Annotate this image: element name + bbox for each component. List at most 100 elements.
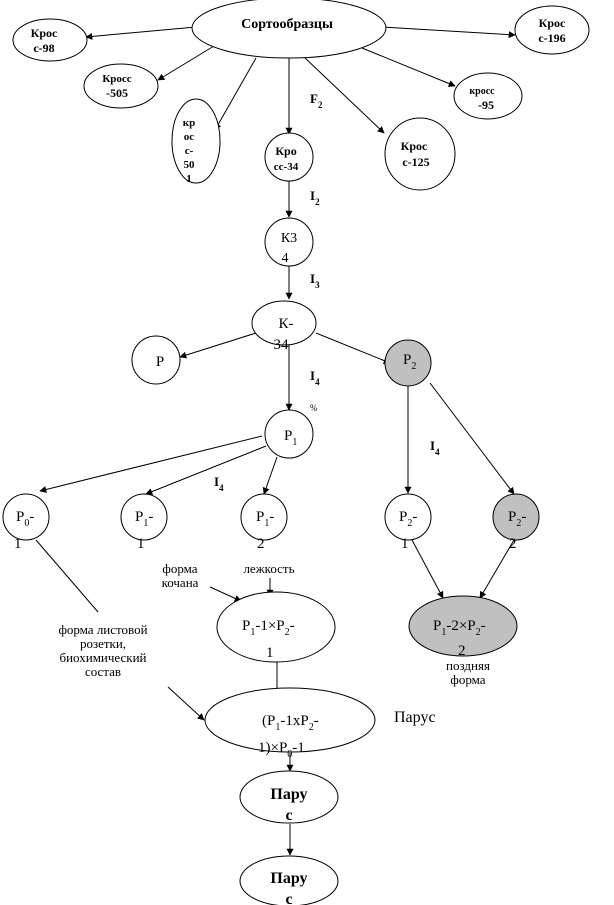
node-cross3: (P1-1xP2- 1)×P0-1 [204, 687, 376, 760]
edge-forma-kochana-cross1 [209, 586, 242, 602]
svg-text:Кросс: Кросс [102, 73, 131, 85]
svg-text:форма листовой: форма листовой [58, 622, 147, 637]
svg-text:1: 1 [266, 645, 274, 661]
node-p: Р [131, 335, 181, 385]
node-cross2: P1-2×P2- 2 [408, 595, 518, 659]
node-k34b: К- 34 [251, 300, 317, 353]
annotation-pozdnyaya: поздняя форма [446, 658, 490, 687]
svg-text:Крос: Крос [31, 26, 58, 40]
node-root: Сортообразцы [191, 0, 387, 59]
edge-root-kross501 [214, 57, 257, 131]
node-parus2: Пару с [239, 855, 339, 905]
svg-text:Пару: Пару [270, 870, 307, 887]
svg-text:сс-34: сс-34 [274, 161, 299, 173]
svg-text:состав: состав [85, 664, 121, 679]
svg-text:4: 4 [282, 251, 289, 266]
gen-i4a: I4 [310, 368, 320, 387]
svg-text:с: с [285, 807, 292, 824]
svg-text:-505: -505 [106, 86, 128, 100]
edge-root-kross505 [157, 45, 215, 81]
edge-p1-p11 [145, 445, 267, 495]
svg-text:К3: К3 [281, 231, 297, 246]
svg-text:К-: К- [279, 316, 294, 332]
svg-text:1: 1 [14, 536, 22, 552]
svg-text:с-125: с-125 [402, 155, 429, 169]
svg-text:P1: P1 [284, 428, 297, 448]
edge-p1-p01 [39, 435, 263, 493]
annotation-rozetka: форма листовой розетки, биохимический со… [58, 622, 147, 679]
svg-text:1: 1 [186, 173, 192, 185]
svg-text:P1-: P1- [256, 509, 274, 529]
edge-root-kross196 [381, 26, 516, 39]
svg-text:с: с [285, 891, 292, 905]
node-p21: P2- 1 [384, 493, 432, 552]
svg-text:-95: -95 [478, 98, 494, 112]
annotation-forma-kochana: форма кочана [162, 561, 199, 590]
node-kross196: Крос с-196 [514, 5, 590, 55]
svg-text:1: 1 [137, 536, 145, 552]
annotation-lezhkost: лежкость [243, 561, 294, 576]
svg-text:с-196: с-196 [538, 31, 565, 45]
svg-text:Крос: Крос [401, 139, 428, 153]
node-kross125: Крос с-125 [384, 117, 456, 191]
svg-text:P2-: P2- [508, 509, 526, 529]
gen-i4c: I4 [430, 438, 440, 457]
svg-text:34: 34 [274, 337, 290, 353]
node-p2top: P2 [384, 339, 432, 387]
svg-text:Пару: Пару [270, 786, 307, 803]
svg-text:Крос: Крос [539, 16, 566, 30]
svg-text:P0-: P0- [16, 509, 34, 529]
node-k34a: К3 4 [264, 217, 314, 267]
svg-text:50: 50 [184, 159, 196, 171]
node-cross1: P1-1×P2- 1 [216, 591, 336, 663]
svg-text:(P1-1xP2-: (P1-1xP2- [262, 713, 319, 733]
node-p1: P1 [264, 409, 314, 459]
edge-rozetka-cross3 [167, 686, 205, 721]
edge-p22-cross2 [479, 539, 515, 599]
gen-i2: I2 [310, 188, 320, 207]
svg-text:с-98: с-98 [33, 41, 54, 55]
svg-text:форма: форма [450, 672, 485, 687]
svg-text:1: 1 [401, 536, 409, 552]
node-kross501: кр ос с- 50 1 [171, 98, 221, 185]
edge-root-kross125 [303, 56, 385, 134]
edge-k34b-p2top [315, 332, 391, 364]
gen-percent: % [310, 403, 318, 413]
svg-text:2: 2 [509, 536, 517, 552]
node-parus1: Пару с [239, 770, 339, 824]
svg-text:с-: с- [185, 145, 194, 157]
node-kross95: кросс -95 [453, 72, 523, 120]
svg-text:Кро: Кро [275, 144, 296, 158]
svg-text:P1-2×P2-: P1-2×P2- [433, 618, 486, 638]
gen-f2: F2 [310, 91, 323, 110]
svg-text:форма: форма [162, 561, 197, 576]
edge-p2top-p22 [429, 382, 515, 495]
edge-p01-rozetka [35, 539, 99, 613]
svg-text:ос: ос [184, 131, 195, 143]
node-p12: P1- 2 [240, 493, 288, 552]
edge-k34b-p [179, 332, 257, 359]
node-p22: P2- 2 [492, 493, 540, 552]
svg-text:P2-: P2- [399, 509, 417, 529]
edge-root-kross95 [361, 47, 456, 87]
node-p01: P0- 1 [2, 493, 50, 552]
svg-text:P1-1×P2-: P1-1×P2- [242, 618, 295, 638]
svg-text:биохимический: биохимический [59, 650, 146, 665]
annotation-parus: Парус [394, 709, 436, 726]
node-kross505: Кросс -505 [83, 63, 159, 109]
svg-text:кочана: кочана [162, 575, 199, 590]
svg-text:P2: P2 [403, 352, 416, 372]
svg-text:кр: кр [183, 117, 195, 129]
svg-text:поздняя: поздняя [446, 658, 490, 673]
node-kross34: Кро сс-34 [264, 132, 314, 182]
edge-p1-p12 [262, 456, 278, 495]
svg-text:2: 2 [257, 536, 265, 552]
edge-root-kross98 [85, 26, 197, 40]
gen-i4b: I4 [214, 474, 224, 493]
svg-text:1)×P0-1: 1)×P0-1 [258, 740, 305, 760]
svg-text:2: 2 [458, 643, 466, 659]
edge-p21-cross2 [411, 539, 444, 599]
node-root-label: Сортообразцы [241, 17, 333, 32]
node-p11: P1- 1 [120, 493, 168, 552]
